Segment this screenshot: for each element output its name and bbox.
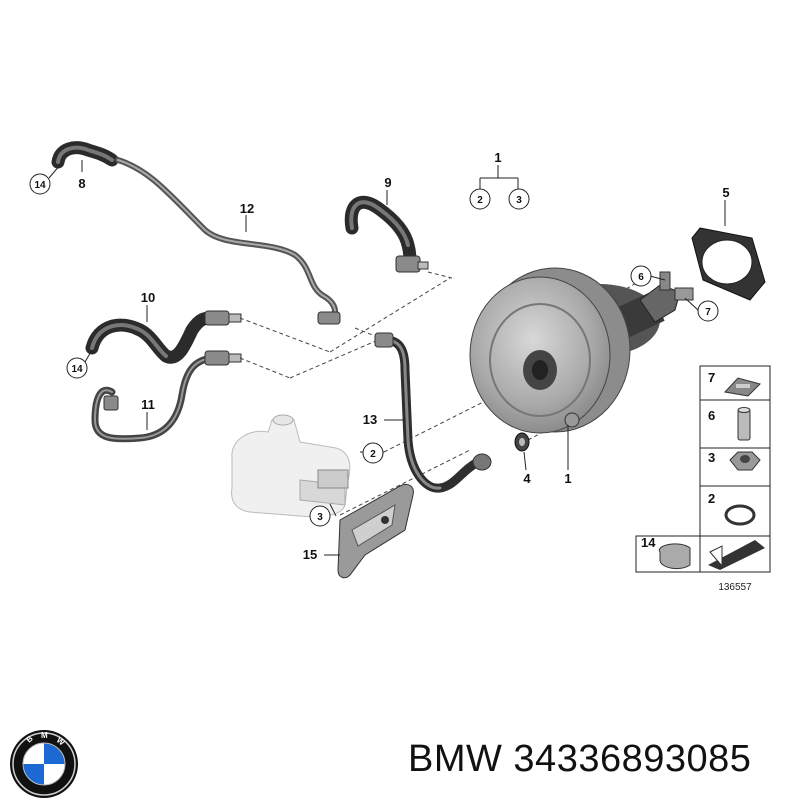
parts-legend: 7 6 3 2 14 <box>635 365 771 573</box>
callout-14-top: 14 <box>34 180 46 191</box>
callout-1-group: 1 <box>494 150 501 165</box>
callout-9: 9 <box>384 175 391 190</box>
legend-item-3: 3 <box>708 450 715 465</box>
svg-text:W: W <box>55 736 67 748</box>
seal-4 <box>514 432 530 452</box>
callout-15: 15 <box>303 547 317 562</box>
callout-8: 8 <box>78 176 85 191</box>
leader-lines <box>48 160 726 556</box>
callout-10: 10 <box>141 290 155 305</box>
legend-item-2: 2 <box>708 491 715 506</box>
callouts: 8 14 12 9 1 2 3 5 6 7 10 14 11 13 2 3 15… <box>29 150 730 562</box>
callout-1: 1 <box>564 471 571 486</box>
callout-11: 11 <box>141 397 155 412</box>
callout-3-group: 3 <box>516 195 522 206</box>
callout-3: 3 <box>317 512 323 523</box>
legend-item-6: 6 <box>708 408 715 423</box>
reservoir <box>231 414 351 518</box>
hose-9 <box>344 195 429 273</box>
bmw-logo: B M W <box>10 730 78 798</box>
hose-8 <box>51 141 119 169</box>
svg-text:M: M <box>41 731 48 740</box>
brake-booster <box>469 267 681 434</box>
callout-12: 12 <box>240 201 254 216</box>
svg-text:B: B <box>25 734 35 745</box>
pipe-11 <box>91 350 242 443</box>
callout-6: 6 <box>638 272 644 283</box>
clip-7 <box>674 287 694 301</box>
callout-14-left: 14 <box>71 364 83 375</box>
legend-item-7: 7 <box>708 370 715 385</box>
hose-10 <box>85 310 242 364</box>
part-caption: BMW 34336893085 <box>408 738 752 780</box>
bracket-15 <box>337 483 414 579</box>
pipe-12 <box>115 157 341 325</box>
hose-13 <box>374 332 492 493</box>
legend-item-14: 14 <box>641 535 656 550</box>
callout-7: 7 <box>705 307 711 318</box>
callout-2-group: 2 <box>477 195 483 206</box>
diagram-id: 136557 <box>718 582 752 593</box>
callout-2: 2 <box>370 449 376 460</box>
callout-13: 13 <box>363 412 377 427</box>
bolt-6 <box>659 271 671 291</box>
callout-4: 4 <box>523 471 531 486</box>
gasket-5 <box>691 227 766 301</box>
callout-5: 5 <box>722 185 729 200</box>
